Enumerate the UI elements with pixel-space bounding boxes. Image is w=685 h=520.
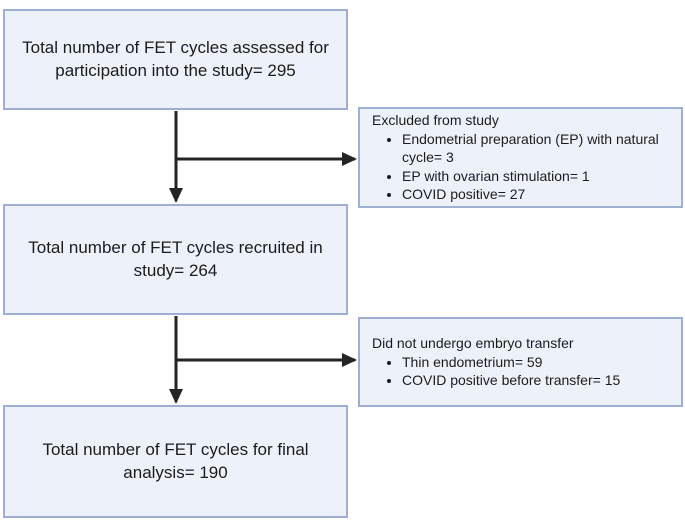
- flow-box-final-text: Total number of FET cycles for final ana…: [42, 439, 309, 482]
- side-box-excluded: Excluded from study Endometrial preparat…: [358, 107, 683, 208]
- list-item: Thin endometrium= 59: [402, 353, 671, 371]
- side-box-no-transfer: Did not undergo embryo transfer Thin end…: [358, 317, 683, 407]
- list-item: COVID positive= 27: [402, 185, 671, 203]
- flow-box-recruited-text: Total number of FET cycles recruited in …: [28, 237, 323, 280]
- flow-box-assessed: Total number of FET cycles assessed for …: [3, 9, 348, 110]
- side-box-no-transfer-title: Did not undergo embryo transfer: [372, 335, 574, 352]
- list-item: EP with ovarian stimulation= 1: [402, 167, 671, 185]
- side-box-no-transfer-list: Thin endometrium= 59 COVID positive befo…: [372, 353, 671, 390]
- side-box-excluded-title: Excluded from study: [372, 112, 499, 129]
- flow-box-final: Total number of FET cycles for final ana…: [3, 405, 348, 518]
- flow-box-recruited: Total number of FET cycles recruited in …: [3, 204, 348, 315]
- side-box-excluded-list: Endometrial preparation (EP) with natura…: [372, 130, 671, 204]
- list-item: Endometrial preparation (EP) with natura…: [402, 130, 671, 167]
- flow-box-assessed-text: Total number of FET cycles assessed for …: [22, 37, 329, 80]
- list-item: COVID positive before transfer= 15: [402, 371, 671, 389]
